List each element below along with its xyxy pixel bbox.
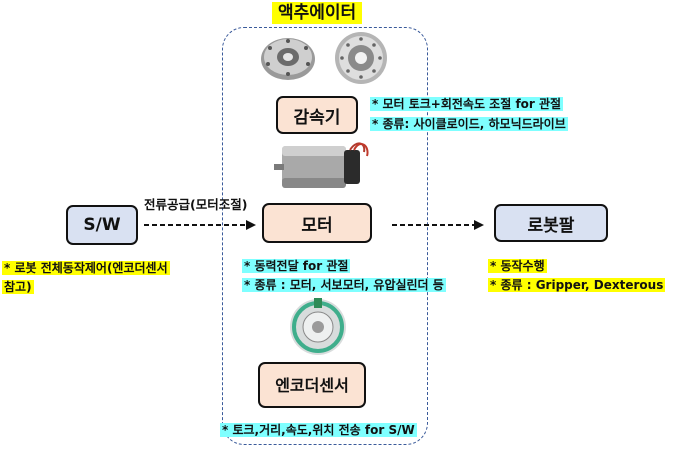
robot-arm-notes: * 동작수행 * 종류 : Gripper, Dexterous xyxy=(488,258,666,293)
sw-box: S/W xyxy=(66,205,138,245)
reducer-label: 감속기 xyxy=(293,107,341,128)
encoder-disk-photo-icon xyxy=(290,298,346,355)
reducer-note-1: * 모터 토크+회전속도 조절 for 관절 xyxy=(370,97,564,111)
motor-note-1: * 동력전달 for 관절 xyxy=(242,259,351,273)
reducer-box: 감속기 xyxy=(276,96,358,134)
reducer-photo-1-icon xyxy=(261,38,315,80)
encoder-note-1: * 토크,거리,속도,위치 전송 for S/W xyxy=(220,423,417,437)
motor-photo-icon xyxy=(274,142,369,188)
sw-note-1: * 로봇 전체동작제어(엔코더센서 xyxy=(2,261,170,275)
motor-note-2: * 종류 : 모터, 서보모터, 유압실린더 등 xyxy=(242,278,446,292)
arrowhead-motor-to-robot-arm xyxy=(474,220,484,230)
sw-notes: * 로봇 전체동작제어(엔코더센서 참고) xyxy=(2,260,170,295)
robot-arm-label: 로봇팔 xyxy=(527,215,575,236)
sw-label: S/W xyxy=(83,215,121,235)
actuator-frame xyxy=(222,27,428,445)
sw-note-2: 참고) xyxy=(2,280,34,294)
robot-arm-box: 로봇팔 xyxy=(494,204,608,242)
reducer-notes: * 모터 토크+회전속도 조절 for 관절 * 종류: 사이클로이드, 하모닉… xyxy=(370,96,568,132)
encoder-sensor-label: 엔코더센서 xyxy=(275,375,349,395)
robot-arm-note-2: * 종류 : Gripper, Dexterous xyxy=(488,278,666,292)
encoder-sensor-box: 엔코더센서 xyxy=(258,362,366,408)
robot-arm-note-1: * 동작수행 xyxy=(488,259,547,273)
diagram-title: 액추에이터 xyxy=(272,2,363,24)
reducer-photo-2-icon xyxy=(335,32,387,84)
edge-label-current-supply: 전류공급(모터조절) xyxy=(144,197,248,212)
arrowhead-sw-to-motor xyxy=(246,220,256,230)
reducer-note-2: * 종류: 사이클로이드, 하모닉드라이브 xyxy=(370,117,568,131)
motor-box: 모터 xyxy=(262,203,372,243)
motor-label: 모터 xyxy=(301,215,333,236)
encoder-notes: * 토크,거리,속도,위치 전송 for S/W xyxy=(220,422,417,438)
motor-notes: * 동력전달 for 관절 * 종류 : 모터, 서보모터, 유압실린더 등 xyxy=(242,258,446,293)
